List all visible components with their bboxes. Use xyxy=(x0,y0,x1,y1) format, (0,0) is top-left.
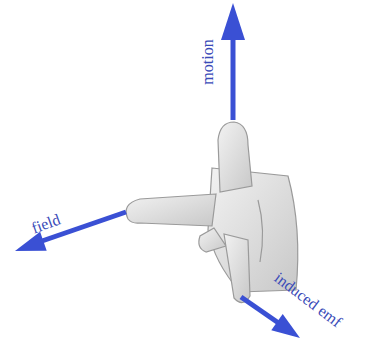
arrows xyxy=(15,3,300,338)
hand xyxy=(126,122,298,303)
motion-label: motion xyxy=(200,39,216,84)
folded-finger xyxy=(199,228,226,252)
motion-arrow-head xyxy=(221,3,245,40)
emf-arrow-head xyxy=(271,314,300,338)
motion-arrow-shaft xyxy=(231,36,236,120)
field-label: field xyxy=(29,211,62,236)
index-finger xyxy=(126,194,216,226)
emf-arrow-shaft xyxy=(241,297,280,324)
field-arrow-head xyxy=(15,232,47,251)
middle-finger xyxy=(224,234,250,303)
thumb xyxy=(218,122,252,192)
knuckle-line xyxy=(258,200,263,262)
